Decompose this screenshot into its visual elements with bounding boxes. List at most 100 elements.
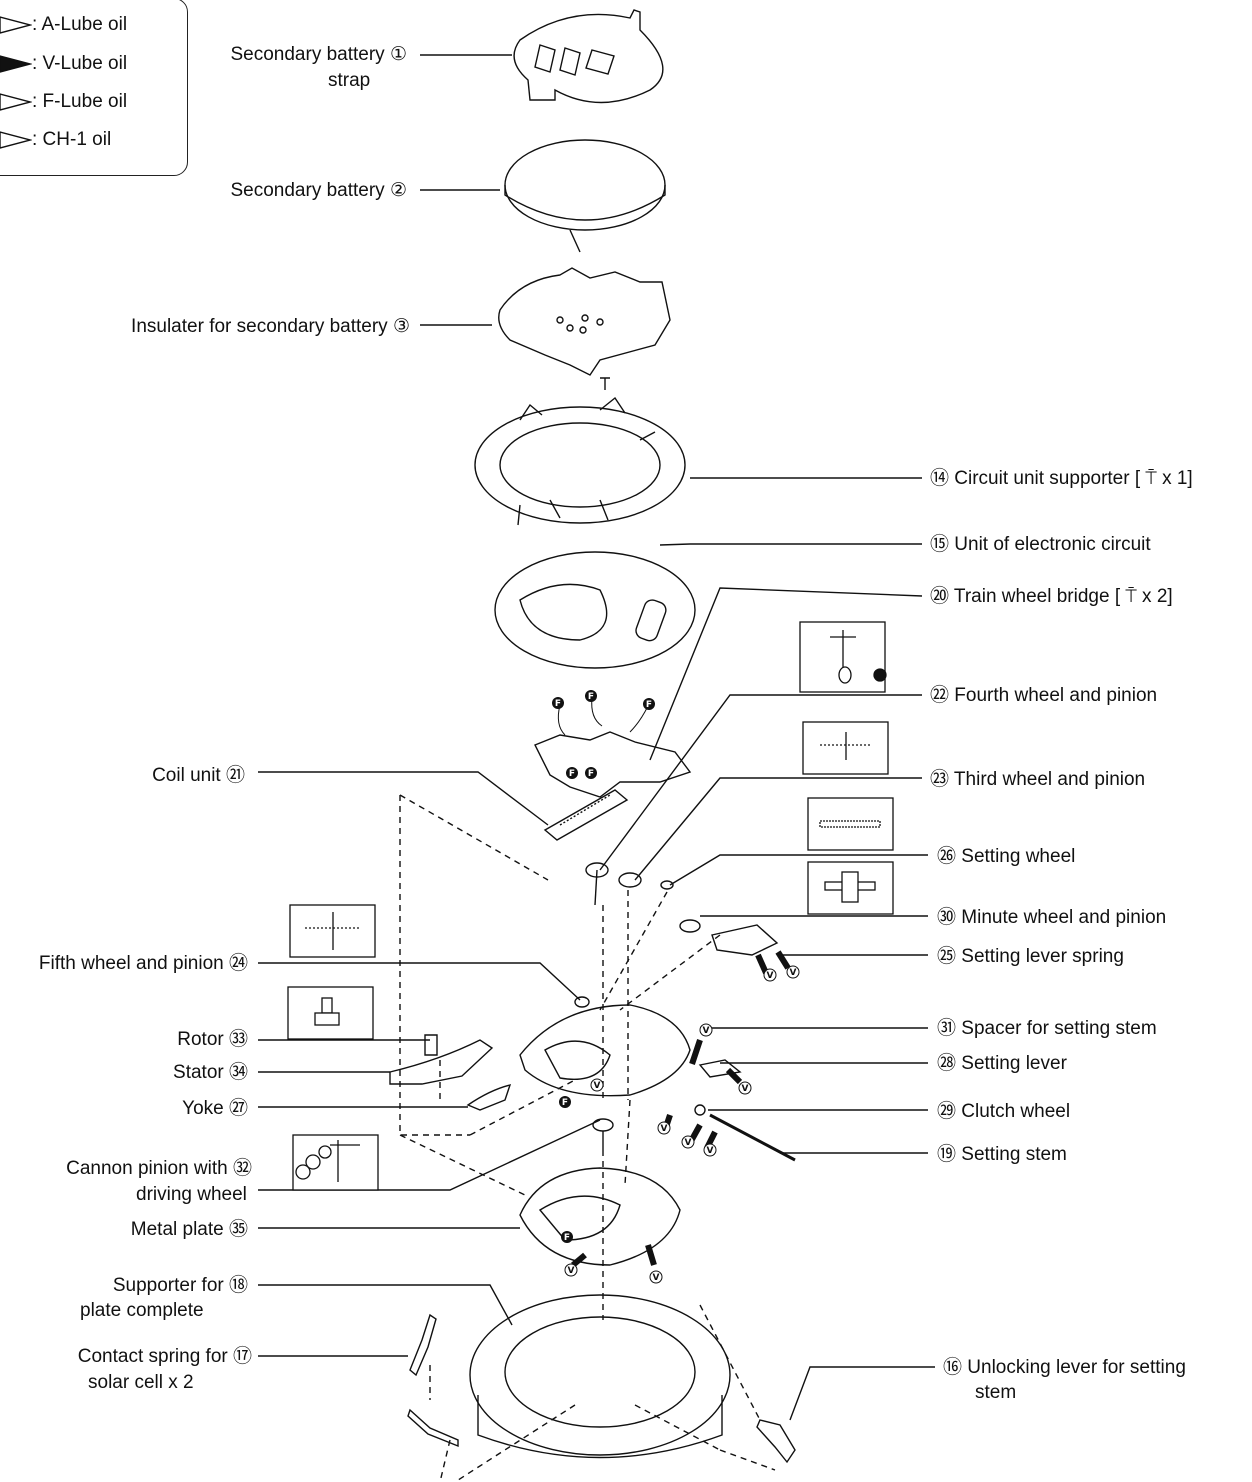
third-wheel-part xyxy=(618,872,642,888)
setting-stem-part xyxy=(709,1113,796,1162)
setting-lever-part xyxy=(698,1059,742,1078)
svg-text:F: F xyxy=(588,692,594,702)
unlocking-lever-part xyxy=(756,1419,796,1464)
inset-setting-wheel xyxy=(807,797,894,851)
electronic-circuit-part xyxy=(494,551,696,669)
label-unlocking-lever: ⑯ Unlocking lever for setting xyxy=(943,1357,1186,1378)
svg-text:F: F xyxy=(562,1098,568,1108)
label-supporter-plate: Supporter for ⑱ xyxy=(112,1275,248,1296)
svg-text:V: V xyxy=(707,1146,714,1156)
inset-cannon-pinion xyxy=(292,1134,379,1191)
insulater-part xyxy=(498,267,671,376)
train-plate-assembly xyxy=(519,1004,691,1097)
label-minute-wheel: ㉚ Minute wheel and pinion xyxy=(937,907,1167,928)
label-metal-plate: Metal plate ㉟ xyxy=(130,1219,248,1240)
strap-slots xyxy=(534,44,615,76)
label-fourth-wheel: ㉒ Fourth wheel and pinion xyxy=(930,685,1158,706)
label-setting-stem: ⑲ Setting stem xyxy=(937,1144,1067,1165)
battery-lead xyxy=(569,229,581,253)
outline-triangle-icon xyxy=(0,93,33,111)
minute-wheel-part xyxy=(679,919,701,933)
v-oil-marker-4: V xyxy=(725,1067,752,1095)
v-oil-marker-7: V xyxy=(681,1123,703,1149)
circuit-unit-supporter-part xyxy=(474,406,686,524)
legend-row-f-lube: : F-Lube oil xyxy=(0,91,127,113)
label-cannon-pinion-line2: driving wheel xyxy=(136,1184,247,1205)
legend-row-a-lube: : A-Lube oil xyxy=(0,14,127,36)
label-circuit-unit-supporter: ⑭ Circuit unit supporter [ ⍑ x 1] xyxy=(930,468,1193,489)
svg-text:V: V xyxy=(594,1081,601,1091)
label-coil-unit: Coil unit ㉑ xyxy=(152,765,245,786)
label-contact-spring: Contact spring for ⑰ xyxy=(77,1346,252,1367)
outline-triangle-icon xyxy=(0,131,33,149)
svg-text:V: V xyxy=(653,1273,660,1283)
svg-text:F: F xyxy=(588,769,594,779)
screw-part xyxy=(600,377,610,390)
metal-plate-part xyxy=(519,1167,681,1266)
f-oil-marker-1: F xyxy=(552,697,566,736)
svg-text:F: F xyxy=(555,699,561,709)
label-electronic-circuit: ⑮ Unit of electronic circuit xyxy=(930,534,1151,555)
label-setting-lever: ㉘ Setting lever xyxy=(937,1053,1067,1074)
rotor-part xyxy=(424,1034,438,1056)
svg-text:V: V xyxy=(661,1124,668,1134)
v-oil-marker-6: V xyxy=(657,1114,673,1135)
f-oil-marker-2: F xyxy=(585,690,603,727)
label-unlocking-lever-line2: stem xyxy=(975,1382,1017,1403)
leader-line-train-bridge xyxy=(649,587,923,761)
leader-line-coil xyxy=(258,771,549,826)
label-third-wheel: ㉓ Third wheel and pinion xyxy=(930,769,1146,790)
label-setting-lever-spring: ㉕ Setting lever spring xyxy=(937,946,1124,967)
label-clutch-wheel: ㉙ Clutch wheel xyxy=(937,1101,1071,1122)
assembly-guide-lines xyxy=(399,794,776,1482)
svg-text:V: V xyxy=(767,971,774,981)
label-secondary-battery-strap-line2: strap xyxy=(328,70,371,91)
setting-lever-spring-part xyxy=(711,924,779,956)
label-stator: Stator ㉞ xyxy=(173,1062,248,1083)
leader-line-fifth-wheel xyxy=(258,962,581,1001)
leader-line-unlocking-lever xyxy=(789,1366,935,1421)
label-insulater: Insulater for secondary battery ③ xyxy=(131,316,410,337)
legend-row-ch1-oil: : CH-1 oil xyxy=(0,129,111,151)
leader-line-fourth-wheel xyxy=(599,694,922,871)
battery-side xyxy=(504,185,666,221)
svg-text:V: V xyxy=(742,1084,749,1094)
label-secondary-battery: Secondary battery ② xyxy=(230,180,407,201)
label-setting-wheel: ㉖ Setting wheel xyxy=(937,846,1076,867)
cannon-pinion-part xyxy=(592,1118,614,1132)
svg-text:V: V xyxy=(703,1026,710,1036)
label-yoke: Yoke ㉗ xyxy=(182,1098,248,1119)
fifth-wheel-part xyxy=(574,996,590,1008)
svg-text:F: F xyxy=(646,700,652,710)
v-oil-marker-9: V xyxy=(564,1252,587,1277)
v-oil-marker-8: V xyxy=(703,1130,718,1157)
leader-line-setting-wheel xyxy=(669,854,928,886)
label-contact-spring-line2: solar cell x 2 xyxy=(88,1372,194,1393)
label-fifth-wheel: Fifth wheel and pinion ㉔ xyxy=(38,953,248,974)
f-oil-marker-6: F xyxy=(559,1096,571,1108)
f-oil-marker-4: F xyxy=(566,767,578,779)
inset-fifth-wheel xyxy=(289,904,376,958)
label-rotor: Rotor ㉝ xyxy=(177,1029,248,1050)
v-oil-marker-10: V xyxy=(645,1244,663,1284)
v-oil-marker-1: V xyxy=(755,953,777,982)
inset-third-wheel xyxy=(802,721,889,775)
f-oil-marker-5: F xyxy=(585,767,597,779)
svg-text:V: V xyxy=(790,968,797,978)
inset-fourth-wheel xyxy=(799,621,887,693)
leader-line-electronic-circuit xyxy=(659,543,922,546)
detail-insets xyxy=(287,621,894,1191)
v-oil-marker-5: V xyxy=(590,1078,604,1092)
contact-spring-part xyxy=(409,1313,437,1377)
label-cannon-pinion: Cannon pinion with ㉜ xyxy=(66,1158,252,1179)
svg-text:F: F xyxy=(569,769,575,779)
contact-spring-part-2 xyxy=(407,1408,459,1448)
train-wheel-bridge-part xyxy=(534,731,692,798)
secondary-battery-part xyxy=(504,139,666,231)
leader-line-third-wheel xyxy=(634,777,922,881)
stator-part xyxy=(389,1039,494,1085)
oil-legend xyxy=(0,0,188,176)
clutch-wheel-part xyxy=(694,1104,706,1116)
v-oil-marker-3: V xyxy=(689,1023,713,1065)
